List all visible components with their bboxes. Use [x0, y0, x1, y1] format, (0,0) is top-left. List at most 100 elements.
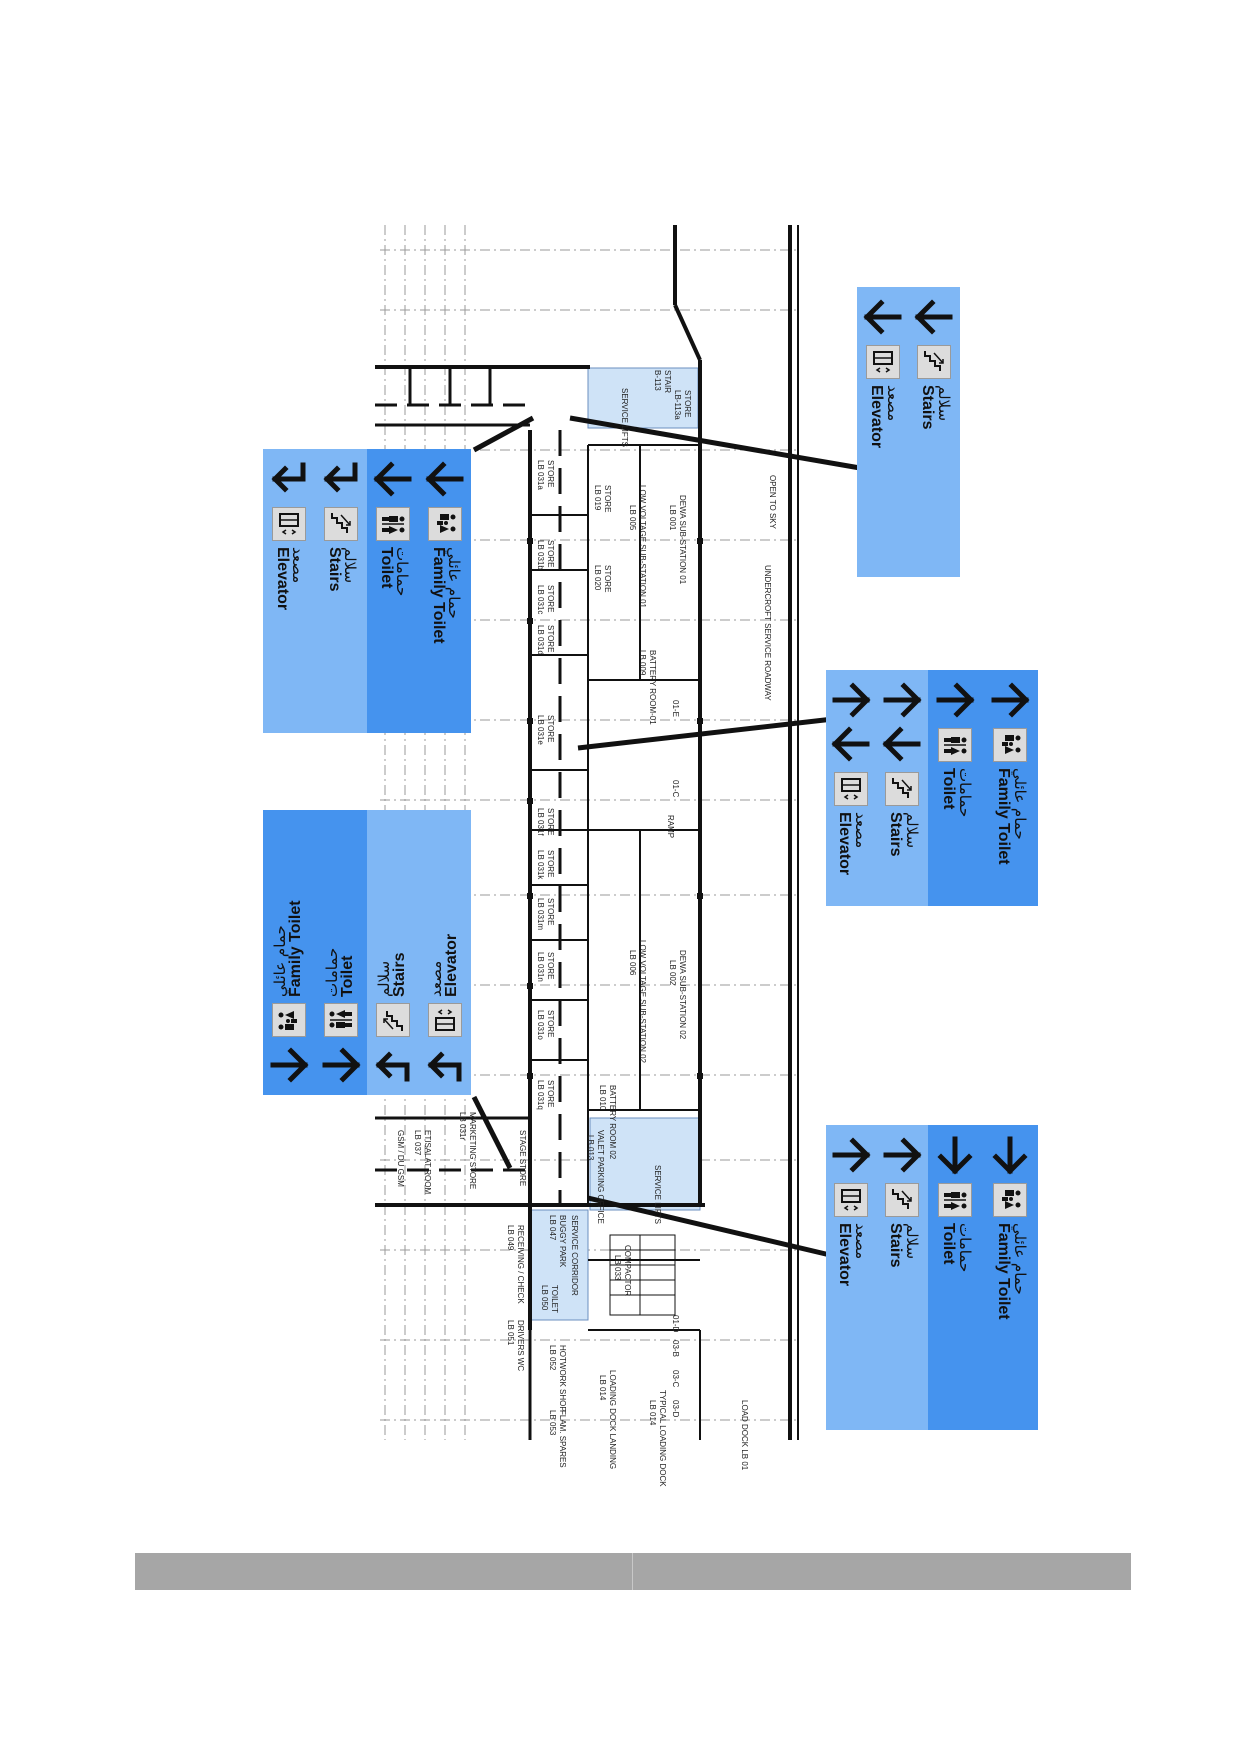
family-toilet-icon	[428, 507, 462, 541]
area-label: UNDERCROFT SERVICE ROADWAY	[763, 565, 772, 701]
room-label: STORE	[546, 585, 555, 612]
room-code: LB 031e	[536, 715, 545, 745]
sign-label-arabic: سلالم	[934, 385, 953, 422]
room-code: LB 033	[613, 1255, 622, 1281]
arrow-up-icon	[881, 678, 925, 722]
room-label: RECEIVING / CHECK	[516, 1225, 525, 1304]
stairs-icon	[376, 1003, 410, 1037]
room-code: LB 031c	[536, 585, 545, 614]
sign-label-arabic: سلالم	[902, 812, 921, 849]
room-code: LB 052	[548, 1345, 557, 1371]
elevator-icon	[834, 772, 869, 806]
toilet-icon	[324, 1003, 358, 1037]
room-code: LB 031b	[536, 540, 545, 570]
room-code: LB 010	[598, 1085, 607, 1111]
grid-tag: 03-C	[671, 1370, 680, 1388]
room-code: LB 037	[413, 1130, 422, 1156]
room-code: LB 014	[648, 1400, 657, 1426]
room-code: LB 053	[548, 1410, 557, 1436]
room-label: MARKETING STORE	[468, 1112, 477, 1189]
sign-label-arabic: حمامات	[955, 768, 974, 818]
room-code: LB 047	[548, 1215, 557, 1241]
room-code: LB 031d	[536, 625, 545, 655]
footer-divider	[632, 1553, 633, 1590]
room-label: DEWA SUB-STATION 01	[678, 495, 687, 585]
room-labels: STORE LB 031a STORE LB 031b STORE LB 031…	[396, 370, 777, 1487]
room-code: LB 031r	[458, 1112, 467, 1140]
room-label: BUGGY PARK	[558, 1215, 567, 1268]
room-label: STORE	[546, 540, 555, 567]
sign-label-arabic: مصعد	[426, 960, 445, 997]
grid-tag: 01-C	[671, 780, 680, 798]
room-label: ETISALAT ROOM	[423, 1130, 432, 1194]
room-code: LB 031f	[536, 808, 545, 836]
elevator-icon	[834, 1183, 869, 1217]
sign-label-english: Family Toilet	[429, 547, 447, 644]
sign-label-arabic: حمام عائلي	[445, 547, 464, 619]
room-code: LB 031k	[536, 850, 545, 880]
arrow-down-icon	[371, 457, 415, 501]
arrow-right-icon	[934, 1133, 978, 1177]
stairs-icon	[917, 345, 952, 379]
arrow-turn-up-icon	[371, 1043, 415, 1087]
room-label: VALET PARKING OFFICE	[596, 1130, 605, 1224]
room-code: LB 031a	[536, 460, 545, 490]
elevator-icon	[428, 1003, 462, 1037]
family-toilet-icon	[272, 1003, 306, 1037]
sign-label-arabic: مصعد	[883, 385, 902, 422]
stairs-icon	[885, 1183, 920, 1217]
sign-label-english: Elevator	[273, 547, 291, 611]
sign-label-english: Family Toilet	[995, 768, 1013, 865]
room-label: STORE	[603, 565, 612, 592]
sign-label-english: Toilet	[377, 547, 395, 589]
room-label: SERVICE LIFTS	[620, 388, 629, 447]
room-code: LB 020	[593, 565, 602, 591]
sign-label-arabic: حمامات	[955, 1223, 974, 1273]
sign-label-english: Stairs	[391, 952, 409, 997]
arrow-down-icon	[881, 722, 925, 766]
sign-label-arabic: سلالم	[341, 547, 360, 584]
family-toilet-icon	[993, 1183, 1028, 1217]
room-code: LB 005	[628, 505, 637, 531]
room-label: DRIVERS WC	[516, 1320, 525, 1371]
room-label: STORE	[546, 625, 555, 652]
room-label: STORE	[546, 460, 555, 487]
room-code: LB 009	[638, 650, 647, 676]
stairs-icon	[324, 507, 358, 541]
room-code: LB 014	[598, 1375, 607, 1401]
sign-label-english: Stairs	[887, 812, 905, 857]
room-label: STAGE STORE	[518, 1130, 527, 1186]
sign-label-english: Stairs	[325, 547, 343, 592]
room-label: GSM / DU GSM	[396, 1130, 405, 1187]
room-code: LB 031q	[536, 1080, 545, 1110]
